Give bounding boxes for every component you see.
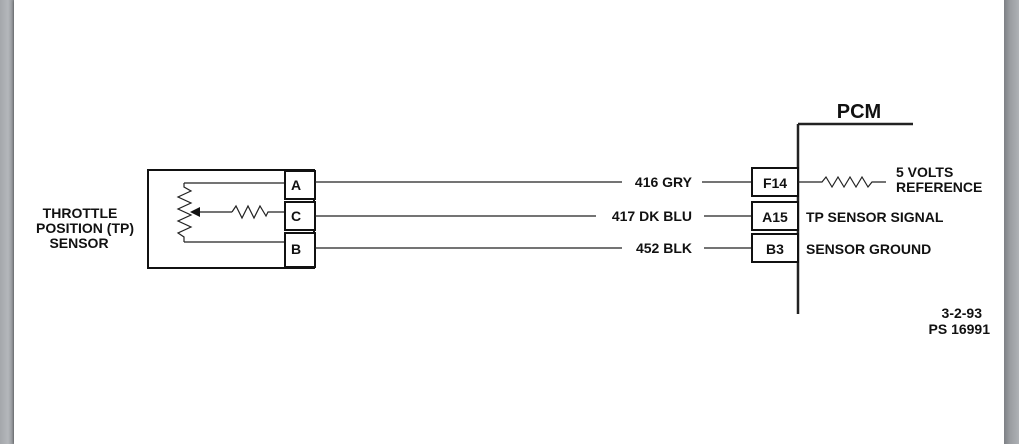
sensor-pin-a: A <box>291 177 301 193</box>
signal-tp-sensor: TP SENSOR SIGNAL <box>806 209 944 225</box>
sensor-pin-c: C <box>291 208 301 224</box>
wire-label-452: 452 BLK <box>636 240 692 256</box>
pcm-pin-f14: F14 <box>763 175 787 191</box>
signal-reference: REFERENCE <box>896 179 982 195</box>
diagram-ref-number: PS 16991 <box>929 321 991 337</box>
sensor-pin-a-box <box>284 170 316 200</box>
pcm-pin-a15-box <box>751 201 799 231</box>
reference-resistor <box>798 175 886 189</box>
diagram-date: 3-2-93 <box>942 305 983 321</box>
pcm-pin-f14-box <box>751 167 799 197</box>
wiper-resistor <box>231 204 285 220</box>
pcm-title: PCM <box>837 101 881 123</box>
wire-label-417: 417 DK BLU <box>612 208 692 224</box>
viewer-right-gutter <box>1004 0 1019 444</box>
pcm-pin-b3: B3 <box>766 241 784 257</box>
pcm-pin-a15: A15 <box>762 209 788 225</box>
sensor-label-line-2: POSITION (TP) <box>36 220 134 236</box>
signal-5-volts: 5 VOLTS <box>896 164 953 180</box>
wire-label-416: 416 GRY <box>635 174 693 190</box>
sensor-pin-c-box <box>284 201 316 231</box>
sensor-pin-b: B <box>291 241 301 257</box>
sensor-pin-b-box <box>284 232 316 268</box>
pcm-pin-b3-box <box>751 233 799 263</box>
wiper-arrow-icon <box>190 207 200 217</box>
sensor-label-line-3: SENSOR <box>49 235 108 251</box>
sensor-label-line-1: THROTTLE <box>43 205 118 221</box>
signal-sensor-ground: SENSOR GROUND <box>806 241 931 257</box>
potentiometer-resistor <box>176 183 193 242</box>
